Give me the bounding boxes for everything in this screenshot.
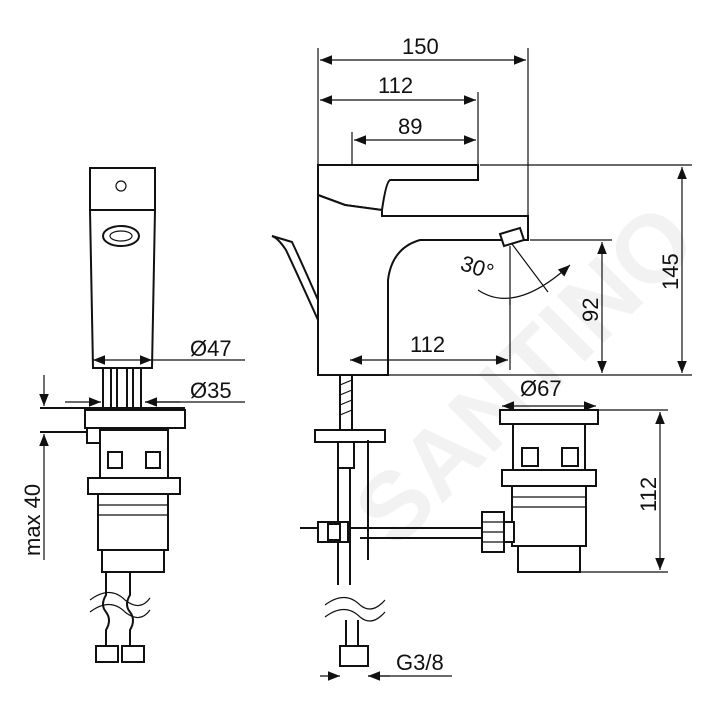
- dim-112a-label: 112: [378, 73, 413, 98]
- waste-coupling-nut: [503, 521, 515, 543]
- side-hose-break: [89, 591, 151, 607]
- angle-arc: [477, 264, 571, 299]
- side-shank-mid: [116, 367, 128, 409]
- side-aerator-inner: [109, 230, 133, 242]
- front-spout-tip: [498, 226, 526, 248]
- waste-cap: [499, 409, 599, 425]
- front-lift-rod2: [271, 235, 319, 301]
- side-waste-window-r: [145, 451, 161, 469]
- side-hose-left: [102, 572, 110, 648]
- side-waste-nut: [87, 477, 181, 495]
- dim-112b-label: 112: [410, 332, 445, 357]
- front-body: [317, 193, 529, 376]
- angle-ray-tilted: [511, 243, 549, 293]
- side-waste-tail: [101, 549, 165, 573]
- dim-92-label: 92: [578, 298, 603, 322]
- side-hose-right: [126, 572, 134, 648]
- dim-max40-label: max 40: [20, 484, 45, 556]
- front-shank-thread4: [339, 409, 353, 416]
- waste-nut: [501, 469, 597, 487]
- side-shank-left: [102, 367, 112, 409]
- dim-150-label: 150: [402, 34, 439, 59]
- side-view: Ø47 Ø35 max 40: [20, 167, 245, 663]
- front-shank-thread3: [339, 399, 353, 406]
- side-pop-plate: [84, 409, 186, 429]
- dim-112c-label: 112: [636, 477, 661, 512]
- dim-g38-label: G3/8: [396, 650, 444, 675]
- front-fixing-plate: [314, 429, 386, 443]
- angle-label: 30°: [458, 251, 497, 285]
- side-aerator: [102, 225, 140, 247]
- side-connector-left: [95, 645, 119, 663]
- front-shank-thread2: [339, 389, 353, 396]
- side-waste-body: [97, 493, 169, 551]
- side-waste-window-l: [107, 451, 123, 469]
- front-lift-rod: [271, 235, 319, 321]
- pull-rod-clamp-inner: [327, 523, 341, 541]
- front-view: 150 112 89 30° 92 145 112: [271, 34, 692, 681]
- front-shank-thread1: [339, 379, 353, 386]
- waste-window-l: [521, 447, 539, 467]
- side-handle-dot: [115, 180, 127, 192]
- side-hose-break2: [89, 603, 151, 619]
- front-fixing-nut: [337, 441, 355, 469]
- dim-67-label: Ø67: [520, 376, 562, 401]
- dim-89-label: 89: [398, 114, 422, 139]
- side-waste-upper: [99, 429, 169, 479]
- side-shank-right: [132, 367, 142, 409]
- waste-window-r: [561, 447, 579, 467]
- side-handle: [89, 167, 156, 211]
- side-body: [88, 209, 157, 369]
- front-connector: [339, 645, 369, 667]
- front-hose-break2: [324, 608, 386, 622]
- waste-view: Ø67 112: [481, 376, 668, 573]
- dim-145-label: 145: [658, 253, 683, 290]
- side-connector-right: [121, 645, 145, 663]
- dim-35-label: Ø35: [190, 378, 232, 403]
- waste-body: [511, 485, 587, 547]
- waste-tail: [517, 545, 581, 573]
- dim-47-label: Ø47: [190, 336, 232, 361]
- front-hose-break: [324, 596, 386, 610]
